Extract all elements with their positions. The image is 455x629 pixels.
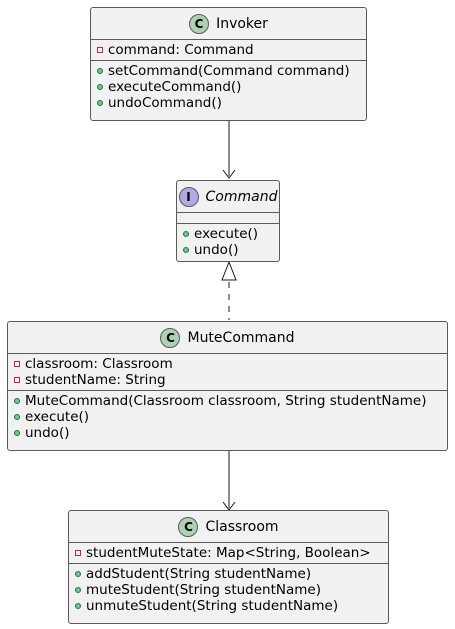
fields-section bbox=[177, 213, 279, 223]
member-text: studentName: String bbox=[25, 372, 166, 388]
member-text: unmuteStudent(String studentName) bbox=[86, 598, 339, 614]
member-row: MuteCommand(Classroom classroom, String … bbox=[8, 393, 447, 409]
methods-section: MuteCommand(Classroom classroom, String … bbox=[8, 390, 447, 443]
class-name: Classroom bbox=[205, 518, 279, 535]
member-row: undoCommand() bbox=[91, 95, 366, 111]
class-stereotype-icon: C bbox=[178, 516, 199, 537]
fields-section: studentMuteState: Map<String, Boolean> bbox=[69, 543, 388, 563]
methods-section: execute()undo() bbox=[177, 223, 279, 260]
member-text: undoCommand() bbox=[108, 95, 222, 111]
public-visibility-icon bbox=[14, 430, 20, 436]
member-text: executeCommand() bbox=[108, 79, 242, 95]
class-name: MuteCommand bbox=[187, 329, 295, 346]
member-row: classroom: Classroom bbox=[8, 356, 447, 372]
class-stereotype-icon: C bbox=[160, 327, 181, 348]
public-visibility-icon bbox=[14, 414, 20, 420]
member-text: undo() bbox=[194, 242, 239, 258]
private-visibility-icon bbox=[14, 377, 20, 383]
member-row: undo() bbox=[8, 425, 447, 441]
public-visibility-icon bbox=[183, 247, 189, 253]
class-header: C Invoker bbox=[91, 8, 366, 40]
methods-section: addStudent(String studentName)muteStuden… bbox=[69, 563, 388, 616]
public-visibility-icon bbox=[75, 571, 81, 577]
methods-section: setCommand(Command command)executeComman… bbox=[91, 60, 366, 113]
public-visibility-icon bbox=[97, 84, 103, 90]
public-visibility-icon bbox=[75, 587, 81, 593]
class-classroom[interactable]: C Classroom studentMuteState: Map<String… bbox=[68, 510, 389, 624]
member-text: execute() bbox=[25, 409, 90, 425]
realization-triangle bbox=[221, 260, 237, 281]
class-header: C MuteCommand bbox=[8, 322, 447, 354]
class-stereotype-icon: C bbox=[189, 13, 210, 34]
member-text: MuteCommand(Classroom classroom, String … bbox=[25, 393, 427, 409]
member-row: unmuteStudent(String studentName) bbox=[69, 598, 388, 614]
arrowhead-command bbox=[222, 169, 236, 179]
public-visibility-icon bbox=[183, 231, 189, 237]
fields-section: command: Command bbox=[91, 40, 366, 60]
member-row: undo() bbox=[177, 242, 279, 258]
member-row: studentMuteState: Map<String, Boolean> bbox=[69, 545, 388, 561]
public-visibility-icon bbox=[14, 398, 20, 404]
member-row: command: Command bbox=[91, 42, 366, 58]
class-header: I Command bbox=[177, 181, 279, 213]
class-name: Invoker bbox=[216, 15, 268, 32]
class-header: C Classroom bbox=[69, 511, 388, 543]
interface-command[interactable]: I Command execute()undo() bbox=[176, 180, 280, 262]
public-visibility-icon bbox=[97, 68, 103, 74]
private-visibility-icon bbox=[97, 47, 103, 53]
private-visibility-icon bbox=[75, 550, 81, 556]
member-row: execute() bbox=[8, 409, 447, 425]
member-row: addStudent(String studentName) bbox=[69, 566, 388, 582]
public-visibility-icon bbox=[75, 603, 81, 609]
member-row: setCommand(Command command) bbox=[91, 63, 366, 79]
member-text: addStudent(String studentName) bbox=[86, 566, 312, 582]
class-name: Command bbox=[205, 188, 278, 205]
member-text: setCommand(Command command) bbox=[108, 63, 350, 79]
member-text: execute() bbox=[194, 226, 259, 242]
private-visibility-icon bbox=[14, 361, 20, 367]
member-text: undo() bbox=[25, 425, 70, 441]
member-row: studentName: String bbox=[8, 372, 447, 388]
member-row: muteStudent(String studentName) bbox=[69, 582, 388, 598]
member-text: studentMuteState: Map<String, Boolean> bbox=[86, 545, 371, 561]
member-text: command: Command bbox=[108, 42, 254, 58]
class-invoker[interactable]: C Invoker command: Command setCommand(Co… bbox=[90, 7, 367, 121]
member-row: execute() bbox=[177, 226, 279, 242]
public-visibility-icon bbox=[97, 100, 103, 106]
member-row: executeCommand() bbox=[91, 79, 366, 95]
member-text: muteStudent(String studentName) bbox=[86, 582, 321, 598]
interface-stereotype-icon: I bbox=[178, 186, 199, 207]
member-text: classroom: Classroom bbox=[25, 356, 173, 372]
